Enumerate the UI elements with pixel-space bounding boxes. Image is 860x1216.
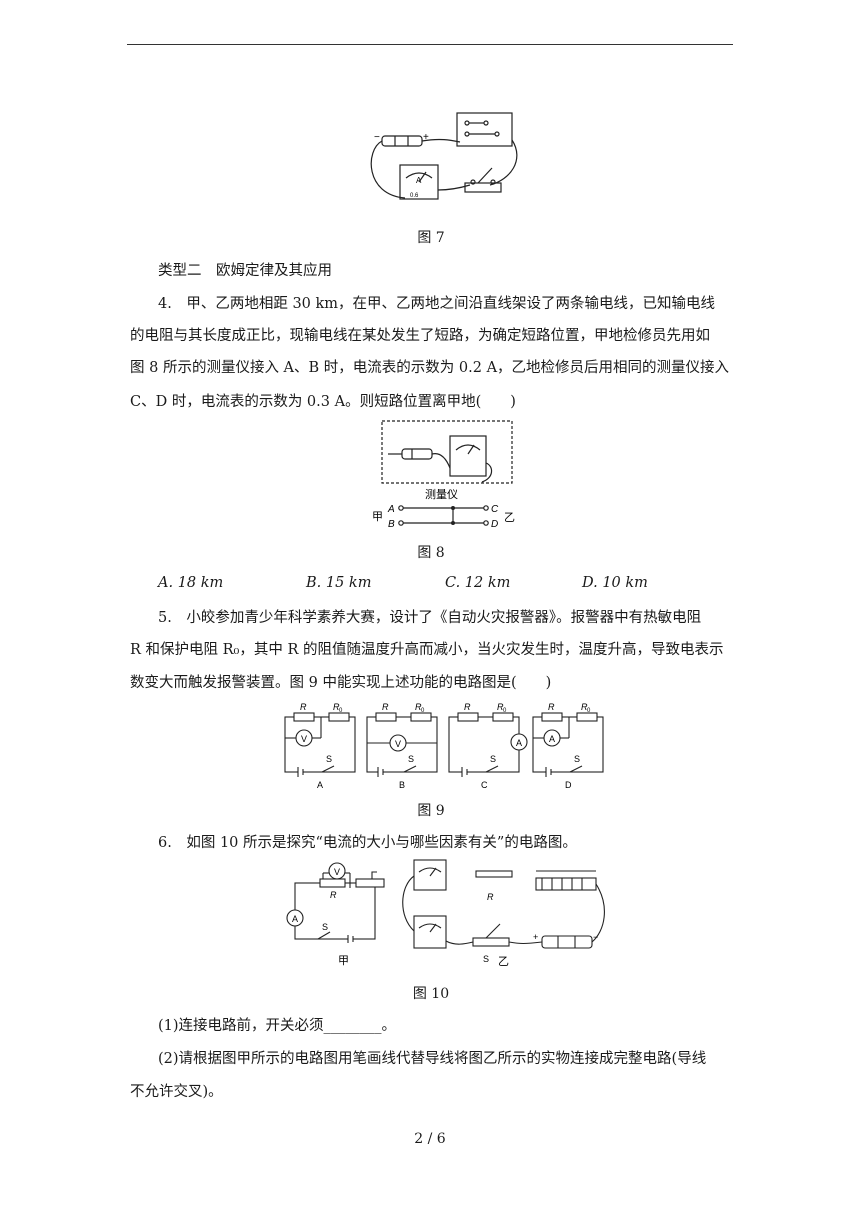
- fig9-a-s: S: [326, 754, 332, 764]
- q4-line4: C、D 时，电流表的示数为 0.3 A。则短路位置离甲地( ): [130, 394, 516, 410]
- fig8-jia: 甲: [372, 511, 383, 523]
- fig10-a: A: [292, 914, 298, 924]
- q6-line1: 6. 如图 10 所示是探究“电流的大小与哪些因素有关”的电路图。: [158, 835, 577, 851]
- fig8-d: D: [491, 519, 498, 530]
- q4-option-c[interactable]: C. 12 km: [445, 575, 511, 591]
- fig10-minus: −: [593, 932, 598, 942]
- fig10-v: V: [334, 867, 340, 877]
- fig9-b-meter: V: [395, 739, 401, 749]
- q4-line1: 4. 甲、乙两地相距 30 km，在甲、乙两地之间沿直线架设了两条输电线，已知输…: [158, 296, 716, 312]
- fig8-yi: 乙: [504, 511, 515, 524]
- fig9-b-r: R: [382, 702, 389, 712]
- q6-sub2b: 不允许交叉)。: [130, 1084, 223, 1100]
- q4-line3: 图 8 所示的测量仪接入 A、B 时，电流表的示数为 0.2 A，乙地检修员后用…: [130, 360, 730, 376]
- fig10-r: R: [330, 890, 337, 900]
- figure-7: − + A 0.6: [370, 112, 518, 200]
- fig10-yi: 乙: [498, 955, 509, 968]
- fig9-label-c: C: [481, 780, 488, 790]
- fig9-d-r: R: [548, 702, 555, 712]
- fig9-b-s: S: [408, 754, 414, 764]
- fig7-ammeter-label: A: [416, 176, 422, 185]
- fig9-a-r0-sub: 0: [339, 708, 343, 714]
- fig10-caption: 图 10: [412, 986, 450, 1002]
- q4-option-a[interactable]: A. 18 km: [158, 575, 224, 591]
- header-rule: [127, 44, 733, 45]
- q5-line1: 5. 小皎参加青少年科学素养大赛，设计了《自动火灾报警器》。报警器中有热敏电阻: [158, 610, 702, 626]
- fig9-d-s: S: [574, 754, 580, 764]
- fig9-label-b: B: [399, 780, 405, 790]
- fig9-c-r: R: [464, 702, 471, 712]
- fig9-a-r0: R: [333, 702, 340, 712]
- fig8-b: B: [388, 519, 395, 530]
- fig9-c-s: S: [490, 754, 496, 764]
- fig7-minus: −: [374, 132, 380, 143]
- q4-line2: 的电阻与其长度成正比，现输电线在某处发生了短路，为确定短路位置，甲地检修员先用如: [130, 328, 710, 344]
- fig9-b-r0: R: [415, 702, 422, 712]
- fig9-caption: 图 9: [417, 803, 445, 819]
- q4-option-b[interactable]: B. 15 km: [306, 575, 372, 591]
- figure-10: V A R S 甲 R S 乙 + −: [286, 859, 605, 968]
- q5-line3: 数变大而触发报警装置。图 9 中能实现上述功能的电路图是( ): [130, 675, 552, 691]
- q4-option-d[interactable]: D. 10 km: [582, 575, 648, 591]
- figure-8: 测量仪 甲 A B C D 乙: [372, 420, 515, 530]
- fig7-caption: 图 7: [417, 230, 445, 246]
- fig9-label-d: D: [565, 780, 572, 790]
- fig10-s: S: [322, 922, 328, 932]
- fig9-d-r0: R: [581, 702, 588, 712]
- fig7-plus: +: [423, 132, 429, 143]
- fig7-ammeter-scale: 0.6: [410, 193, 419, 199]
- fig10-s-device: S: [483, 954, 489, 964]
- fig10-r-device: R: [487, 892, 494, 902]
- fig9-c-r0: R: [497, 702, 504, 712]
- fig9-c-meter: A: [516, 738, 522, 748]
- q5-line2: R 和保护电阻 R₀，其中 R 的阻值随温度升高而减小，当火灾发生时，温度升高，…: [130, 642, 724, 658]
- fig9-label-a: A: [317, 780, 323, 790]
- q6-sub2a: (2)请根据图甲所示的电路图用笔画线代替导线将图乙所示的实物连接成完整电路(导线: [158, 1051, 707, 1067]
- fig10-plus: +: [533, 932, 538, 942]
- fig8-c: C: [491, 504, 499, 515]
- fig8-a: A: [387, 504, 395, 515]
- q6-sub1: (1)连接电路前，开关必须________。: [158, 1018, 397, 1034]
- figure-9: R R 0 V S A R R 0 V S B R R 0 A S C R R …: [284, 702, 604, 790]
- fig9-a-r: R: [300, 702, 307, 712]
- fig8-caption: 图 8: [417, 545, 445, 561]
- page-number: 2 / 6: [414, 1131, 446, 1147]
- fig9-b-r0-sub: 0: [421, 708, 425, 714]
- section-title: 类型二 欧姆定律及其应用: [158, 263, 332, 279]
- fig9-c-r0-sub: 0: [503, 708, 507, 714]
- fig9-a-meter: V: [301, 734, 307, 744]
- fig8-meter-label: 测量仪: [425, 488, 458, 501]
- fig9-d-meter: A: [549, 734, 555, 744]
- fig9-d-r0-sub: 0: [587, 708, 591, 714]
- fig10-jia: 甲: [338, 955, 349, 967]
